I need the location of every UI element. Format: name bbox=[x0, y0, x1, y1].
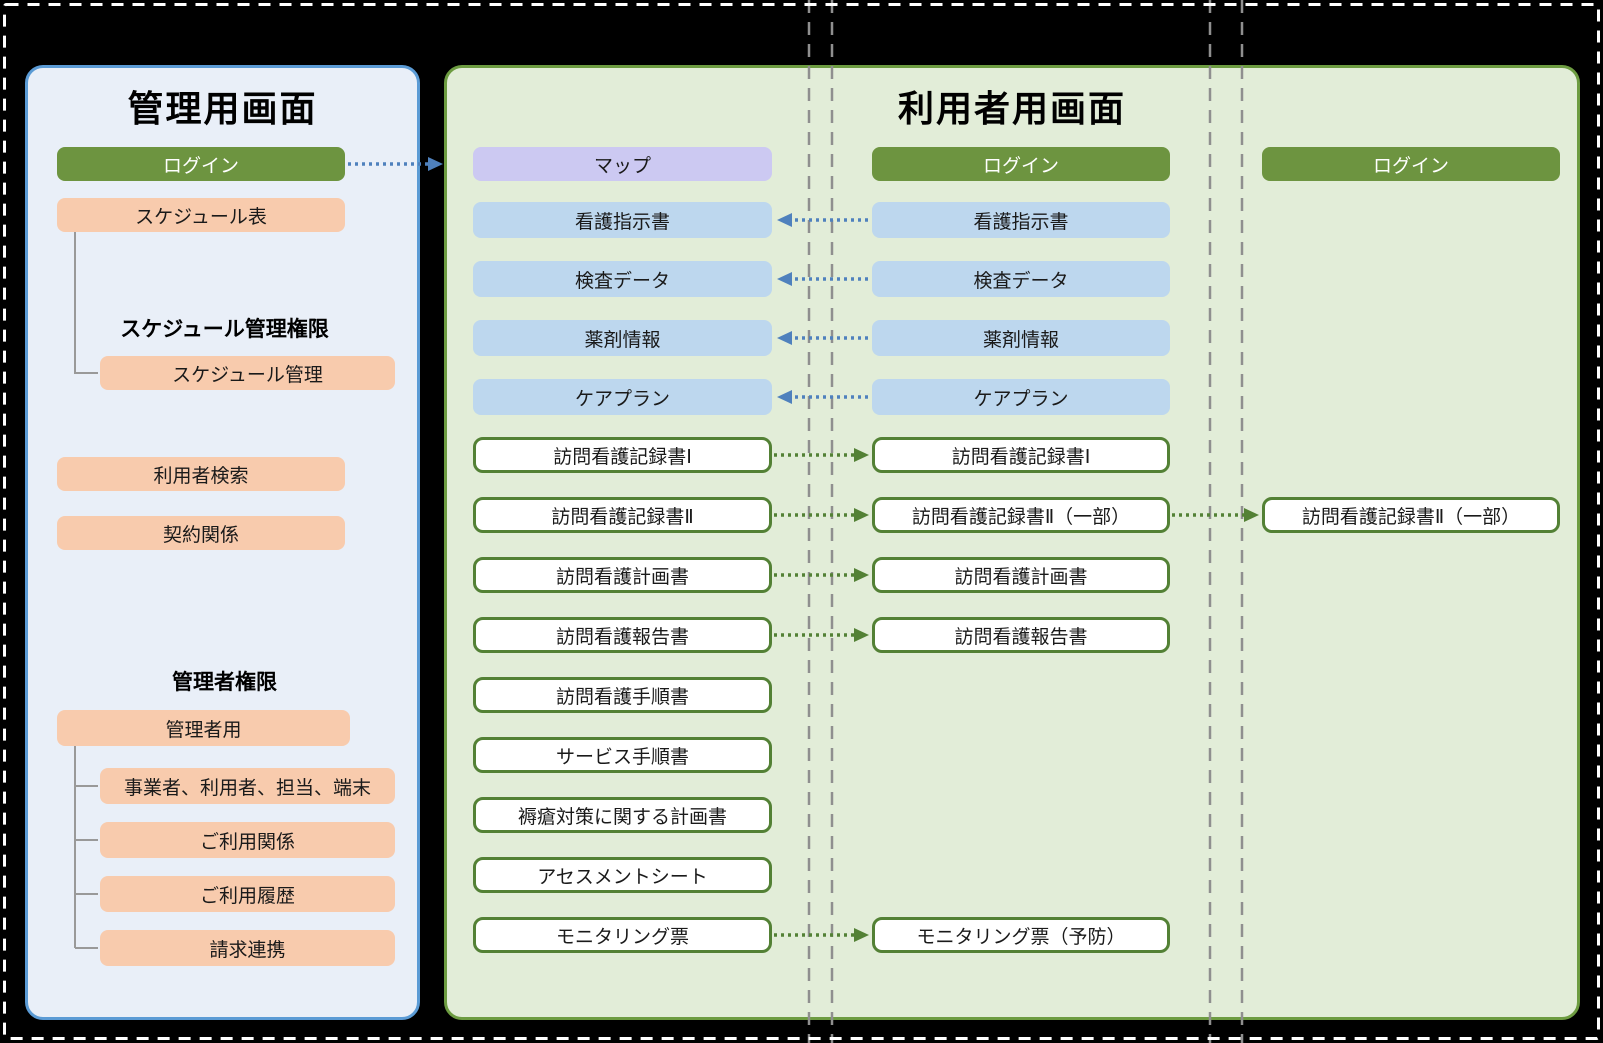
user-search-box: 利用者検索 bbox=[57, 457, 345, 491]
col2-visiting-record1-box: 訪問看護記録書Ⅰ bbox=[872, 437, 1170, 473]
col3-visiting-record2-partial-box: 訪問看護記録書Ⅱ（一部） bbox=[1262, 497, 1560, 533]
admin-permission-group: 管理者権限 bbox=[42, 658, 407, 970]
col1-visiting-report-box: 訪問看護報告書 bbox=[473, 617, 772, 653]
col1-monitoring-sheet-box: モニタリング票 bbox=[473, 917, 772, 953]
col3-login-box: ログイン bbox=[1262, 147, 1560, 181]
col2-monitoring-sheet-preventive-box: モニタリング票（予防） bbox=[872, 917, 1170, 953]
col2-visiting-record2-partial-box: 訪問看護記録書Ⅱ（一部） bbox=[872, 497, 1170, 533]
admin-panel: 管理用画面 ログイン スケジュール表 スケジュール管理権限 スケジュール管理 利… bbox=[25, 65, 420, 1020]
col1-test-data-box: 検査データ bbox=[473, 261, 772, 297]
admin-child-usage-history-box: ご利用履歴 bbox=[100, 876, 395, 912]
user-panel: 利用者用画面 マップ 看護指示書 検査データ 薬剤情報 ケアプラン 訪問看護記録… bbox=[444, 65, 1580, 1020]
col2-visiting-plan-box: 訪問看護計画書 bbox=[872, 557, 1170, 593]
col1-assessment-sheet-box: アセスメントシート bbox=[473, 857, 772, 893]
user-panel-title: 利用者用画面 bbox=[897, 88, 1126, 129]
col2-test-data-box: 検査データ bbox=[872, 261, 1170, 297]
col2-login-box: ログイン bbox=[872, 147, 1170, 181]
col2-nursing-order-box: 看護指示書 bbox=[872, 202, 1170, 238]
col2-visiting-report-box: 訪問看護報告書 bbox=[872, 617, 1170, 653]
col1-pressure-ulcer-plan-box: 褥瘡対策に関する計画書 bbox=[473, 797, 772, 833]
col2-care-plan-box: ケアプラン bbox=[872, 379, 1170, 415]
col1-visiting-procedure-box: 訪問看護手順書 bbox=[473, 677, 772, 713]
admin-use-box: 管理者用 bbox=[57, 710, 350, 746]
col1-visiting-plan-box: 訪問看護計画書 bbox=[473, 557, 772, 593]
col1-nursing-order-box: 看護指示書 bbox=[473, 202, 772, 238]
col1-service-procedure-box: サービス手順書 bbox=[473, 737, 772, 773]
col1-visiting-record2-box: 訪問看護記録書Ⅱ bbox=[473, 497, 772, 533]
col1-map-box: マップ bbox=[473, 147, 772, 181]
admin-child-billing-box: 請求連携 bbox=[100, 930, 395, 966]
admin-permission-group-title: 管理者権限 bbox=[172, 671, 277, 694]
admin-child-business-box: 事業者、利用者、担当、端末 bbox=[100, 768, 395, 804]
contract-box: 契約関係 bbox=[57, 516, 345, 550]
schedule-table-box: スケジュール表 bbox=[57, 198, 345, 232]
schedule-manage-box: スケジュール管理 bbox=[100, 356, 395, 390]
col2-medication-info-box: 薬剤情報 bbox=[872, 320, 1170, 356]
admin-panel-title: 管理用画面 bbox=[127, 88, 318, 129]
col1-medication-info-box: 薬剤情報 bbox=[473, 320, 772, 356]
schedule-permission-group-title: スケジュール管理権限 bbox=[120, 318, 329, 341]
admin-child-usage-relation-box: ご利用関係 bbox=[100, 822, 395, 858]
col1-care-plan-box: ケアプラン bbox=[473, 379, 772, 415]
col1-visiting-record1-box: 訪問看護記録書Ⅰ bbox=[473, 437, 772, 473]
admin-login-box: ログイン bbox=[57, 147, 345, 181]
